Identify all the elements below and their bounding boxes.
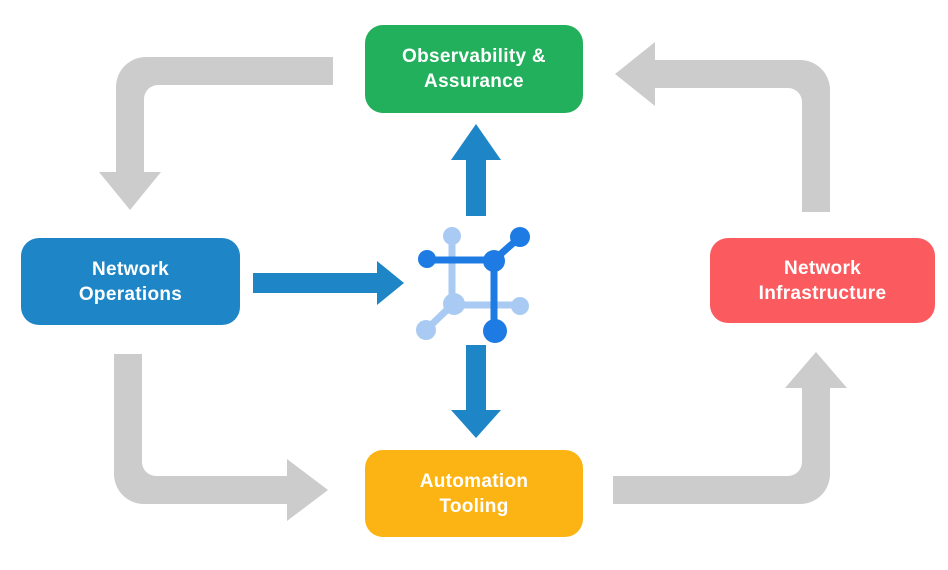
arrow-center-to-tooling — [451, 345, 501, 438]
icon-node-dot — [511, 297, 529, 315]
arrow-center-to-observability — [451, 124, 501, 216]
arrow-observability-to-operations — [99, 57, 333, 210]
icon-node-dot — [443, 293, 465, 315]
node-network-operations: Network Operations — [21, 238, 240, 325]
icon-node-dot — [416, 320, 436, 340]
icon-node-dot — [483, 319, 507, 343]
arrow-tooling-to-infrastructure — [613, 352, 847, 504]
arrow-operations-to-center — [253, 261, 404, 305]
node-label-automation-tooling: Automation Tooling — [419, 470, 529, 517]
node-label-network-operations: Network Operations — [78, 258, 183, 305]
node-label-network-infrastructure: Network Infrastructure — [758, 257, 887, 304]
node-automation-tooling: Automation Tooling — [365, 450, 583, 537]
node-observability-assurance: Observability & Assurance — [365, 25, 583, 113]
icon-node-dot — [418, 250, 436, 268]
arrow-infrastructure-to-observability — [615, 42, 830, 212]
network-node-icon — [416, 227, 530, 343]
icon-node-dot — [483, 250, 505, 272]
arrow-operations-to-tooling — [114, 354, 328, 521]
icon-node-dot — [443, 227, 461, 245]
node-network-infrastructure: Network Infrastructure — [710, 238, 935, 323]
node-label-observability-assurance: Observability & Assurance — [402, 46, 546, 92]
icon-node-dot — [510, 227, 530, 247]
